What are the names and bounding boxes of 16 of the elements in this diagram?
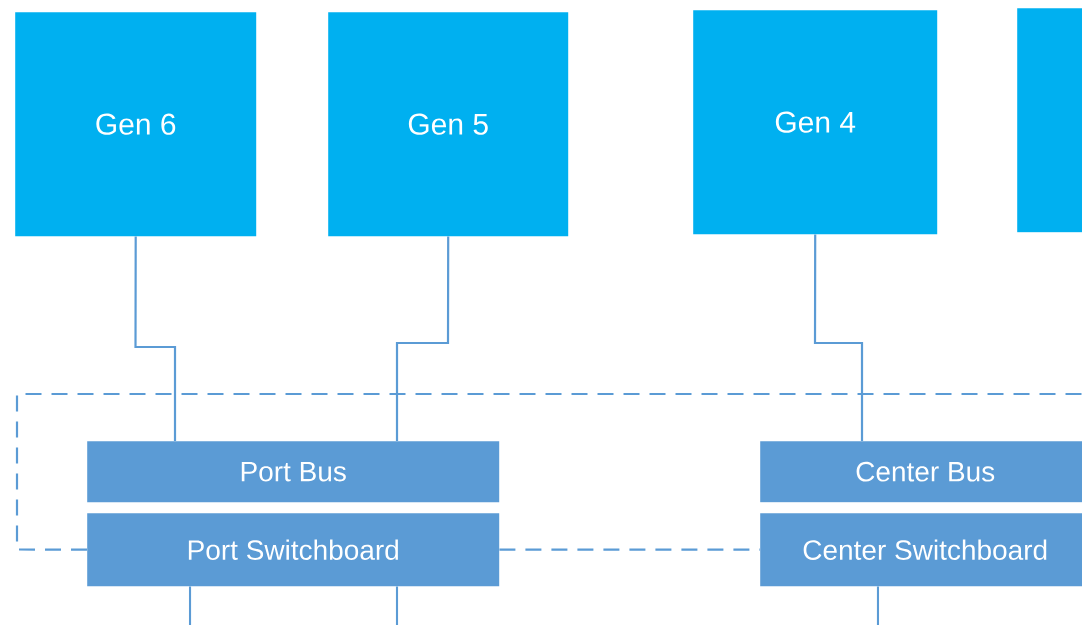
generator-box: Gen 4	[693, 10, 938, 235]
connector-line	[188, 586, 192, 625]
connector-line	[876, 586, 880, 625]
bus-box: Center Bus	[760, 441, 1082, 503]
switchboard-box: Port Switchboard	[87, 513, 500, 587]
connector-line	[395, 586, 399, 625]
dashed-connector	[15, 392, 1082, 551]
dashed-connector	[499, 548, 760, 551]
connector-line	[395, 236, 450, 441]
generator-box: Gen 6	[15, 12, 257, 237]
switchboard-box: Center Switchboard	[760, 513, 1082, 587]
connector-line	[134, 236, 177, 441]
generator-box: Gen 5	[328, 12, 569, 237]
bus-box: Port Bus	[87, 441, 500, 503]
connector-line	[813, 234, 864, 441]
generator-box	[1017, 8, 1082, 233]
